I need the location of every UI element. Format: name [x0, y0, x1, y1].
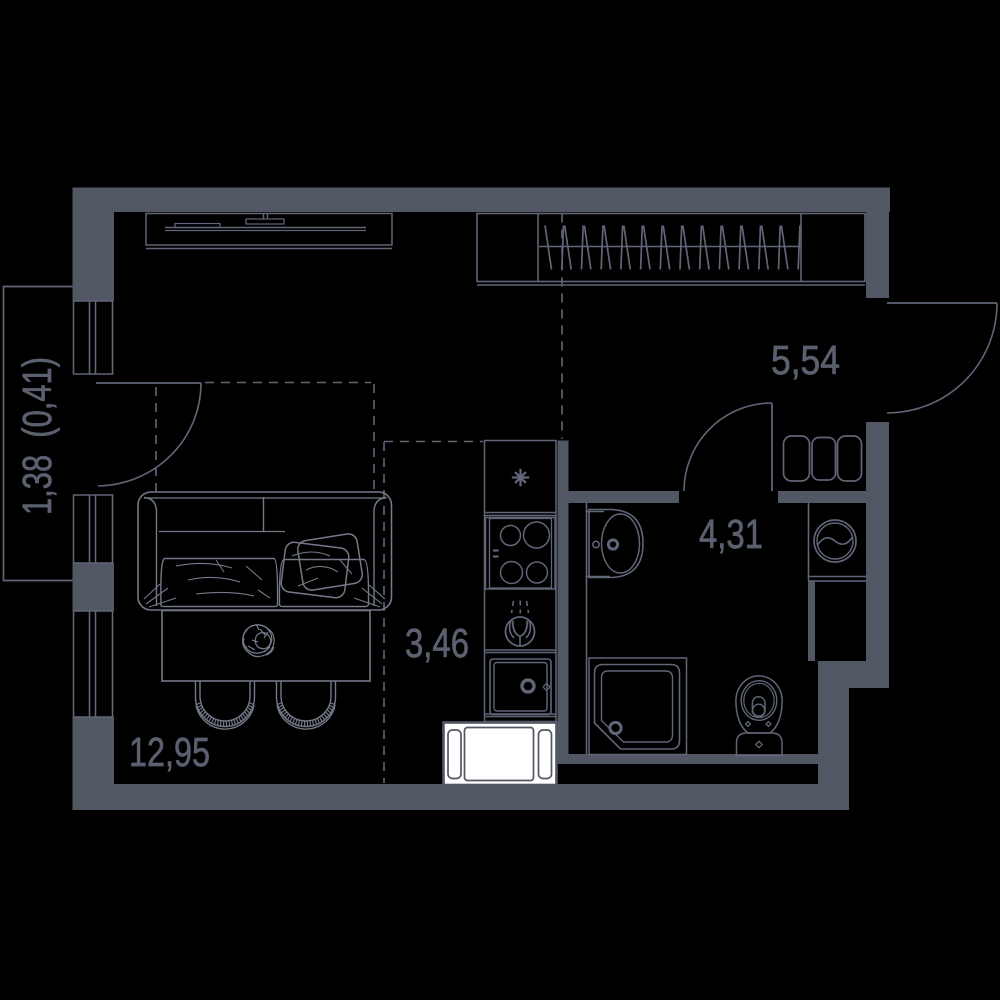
svg-text:4,31: 4,31 — [699, 511, 763, 557]
svg-text:1,38 (0,41): 1,38 (0,41) — [14, 357, 60, 515]
svg-text:5,54: 5,54 — [771, 337, 840, 383]
svg-text:3,46: 3,46 — [405, 620, 469, 666]
svg-text:12,95: 12,95 — [129, 729, 210, 775]
